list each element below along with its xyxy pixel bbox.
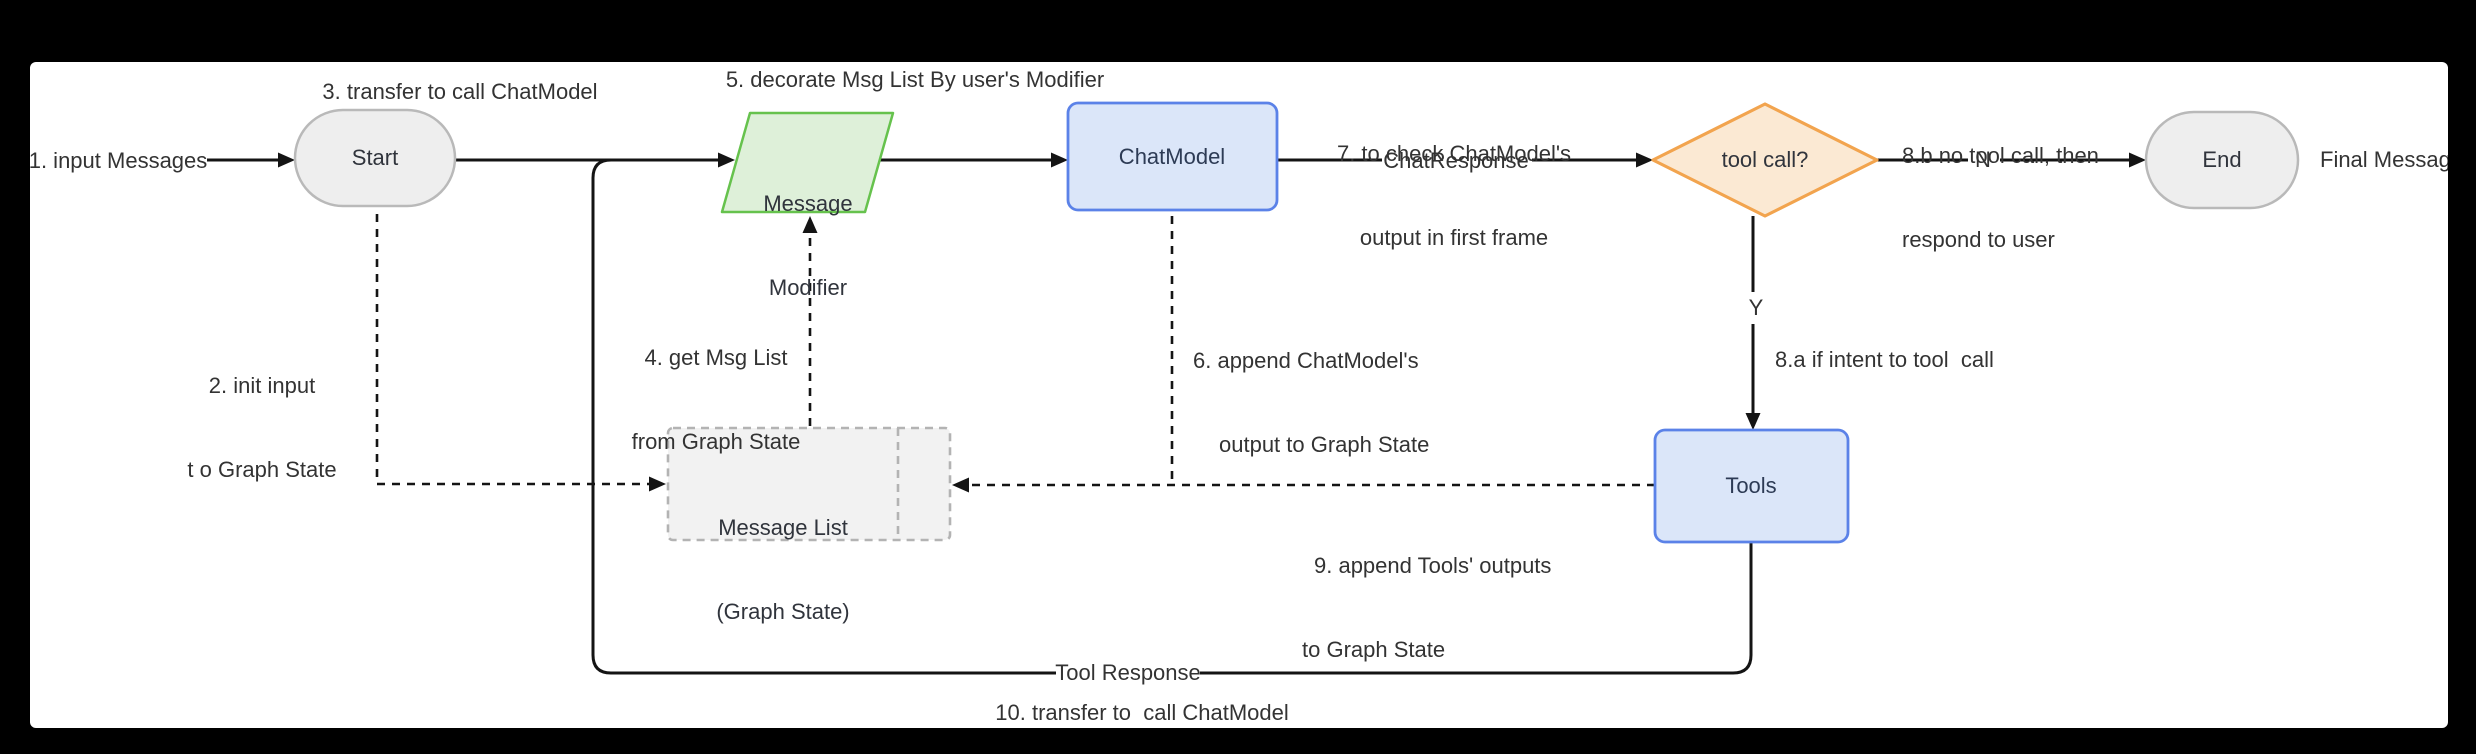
message-modifier-label-line1: Message [763,191,853,216]
tool-response-label: Tool Response [1055,660,1201,685]
step8b-label-line1: 8.b no tool call, then [1902,143,2099,168]
message-modifier-node-label: Message Modifier [763,134,852,358]
message-list-label-line2: (Graph State) [716,599,850,624]
tool-call-decision-node [1651,102,1879,218]
step7-label: 7. to check ChatModel's output in first … [1337,84,1571,308]
arrowhead-into-chatmodel [1051,152,1068,168]
step2-label-line2: t o Graph State [187,457,337,482]
no-branch-label: N [1975,147,1991,172]
step9-label-line2: to Graph State [1302,637,1446,662]
arrowhead-into-decision [1636,152,1653,168]
step8a-label: 8.a if intent to tool call [1775,347,1994,372]
message-list-node-label: Message List (Graph State) [716,458,849,682]
arrowhead-into-modifier-bottom [802,216,818,233]
tool-call-decision-label: tool call? [1721,147,1809,172]
step5-label: 5. decorate Msg List By user's Modifier [725,67,1105,92]
step6-label-line2: output to Graph State [1219,432,1430,457]
arrowhead-into-end [2129,152,2146,168]
step6-label: 6. append ChatModel's output to Graph St… [1193,291,1429,515]
message-list-label-line1: Message List [718,515,848,540]
end-node-label: End [2202,147,2242,172]
step2-label: 2. init input t o Graph State [187,316,336,540]
yes-branch-label: Y [1748,295,1764,320]
arrowhead-into-state-left [649,476,666,492]
chatmodel-node-label: ChatModel [1118,144,1226,169]
step10-label: 10. transfer to call ChatModel [995,700,1289,725]
tools-node [1653,428,1850,544]
end-node [2144,110,2300,210]
step6-label-line1: 6. append ChatModel's [1193,348,1419,373]
start-node [293,108,457,208]
step8b-label: 8.b no tool call, then respond to user [1902,86,2099,310]
chatmodel-node [1066,101,1279,212]
step9-label-line1: 9. append Tools' outputs [1314,553,1552,578]
message-modifier-node [720,111,895,214]
arrowhead-into-start [278,152,295,168]
step9-label: 9. append Tools' outputs to Graph State [1302,496,1551,720]
arrowhead-into-state-right [952,477,969,493]
edge-start-to-state [375,214,650,486]
step4-label-line2: from Graph State [631,429,801,454]
arrowhead-into-modifier [718,152,735,168]
step7-label-line1: 7. to check ChatModel's [1336,141,1572,166]
edge-tools-loop-a [1200,542,1753,675]
final-message-label: Final Message [2320,147,2448,172]
arrowhead-into-tools [1745,413,1761,430]
chat-response-label: ChatResponse [1383,148,1529,173]
message-list-node [666,426,952,542]
step4-label: 4. get Msg List from Graph State [632,288,801,512]
step3-label: 3. transfer to call ChatModel [322,79,598,104]
tools-node-label: Tools [1725,473,1777,498]
diagram-shapes [207,101,2300,675]
step1-label: 1. input Messages [30,148,208,173]
step2-label-line1: 2. init input [208,373,316,398]
diagram-canvas: Start Message Modifier ChatModel tool ca… [30,62,2448,728]
step4-label-line1: 4. get Msg List [644,345,788,370]
step7-label-line2: output in first frame [1359,225,1549,250]
message-modifier-label-line2: Modifier [768,275,848,300]
start-node-label: Start [351,145,399,170]
edge-tools-loop-b [591,158,1056,675]
step8b-label-line2: respond to user [1902,227,2055,252]
